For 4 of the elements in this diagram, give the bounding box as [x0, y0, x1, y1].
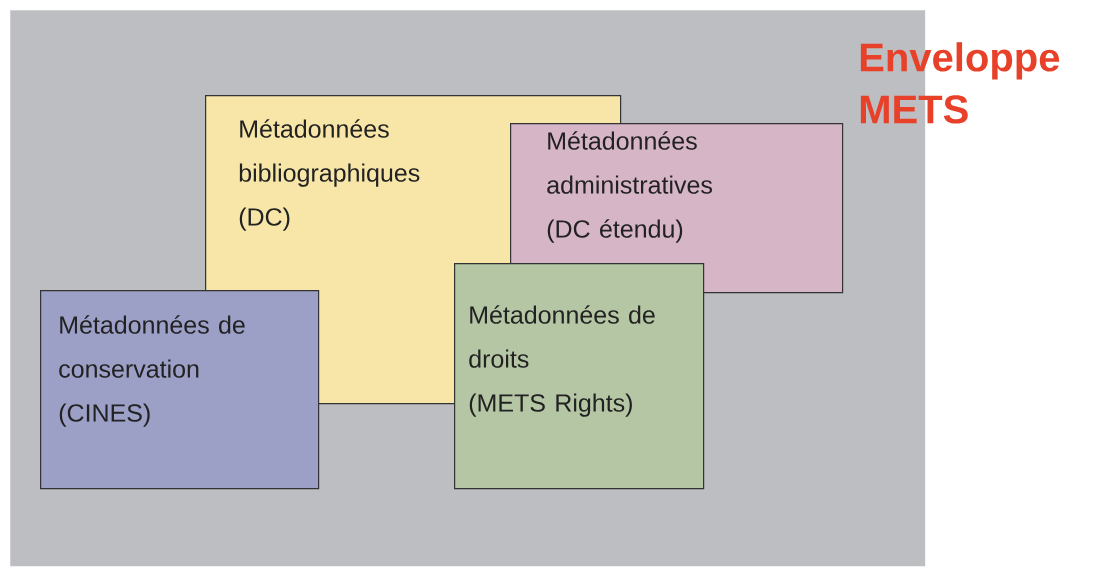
envelope-title: Enveloppe METS [860, 42, 1060, 124]
metadata-box: Métadonnées de droits (METS Rights) [454, 263, 705, 490]
metadata-box: Métadonnées administratives (DC étendu) [510, 123, 844, 294]
metadata-box: Métadonnées de conservation (CINES) [40, 290, 320, 490]
